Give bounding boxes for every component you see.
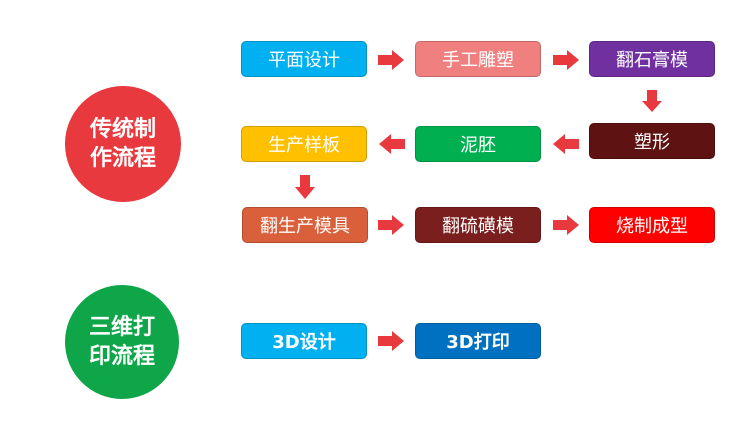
step-plaster-mold: 翻石膏模 [589, 41, 715, 77]
step-production-mold: 翻生产模具 [242, 207, 368, 243]
traditional-process-label: 传统制 作流程 [89, 117, 156, 171]
step-label: 塑形 [634, 132, 670, 153]
arrow-down-icon [642, 90, 662, 112]
step-production-sample: 生产样板 [241, 126, 367, 162]
step-3d-print: 3D打印 [415, 323, 541, 359]
step-flat-design: 平面设计 [241, 41, 367, 77]
step-label: 泥胚 [460, 135, 496, 156]
arrow-down-icon [295, 175, 315, 199]
arrow-right-icon [553, 215, 579, 235]
arrow-right-icon [378, 50, 404, 70]
step-firing: 烧制成型 [589, 207, 715, 243]
step-sulfur-mold: 翻硫磺模 [415, 207, 541, 243]
traditional-process-circle: 传统制 作流程 [65, 86, 181, 202]
step-shaping: 塑形 [589, 123, 715, 159]
arrow-left-icon [553, 134, 579, 154]
step-label: 翻生产模具 [260, 216, 350, 237]
step-label: 生产样板 [268, 135, 340, 156]
step-label: 翻硫磺模 [442, 216, 514, 237]
3d-printing-process-label: 三维打 印流程 [88, 315, 155, 369]
step-hand-sculpt: 手工雕塑 [415, 41, 541, 77]
arrow-right-icon [378, 215, 404, 235]
step-clay-blank: 泥胚 [415, 126, 541, 162]
step-label: 翻石膏模 [616, 50, 688, 71]
arrow-right-icon [553, 50, 579, 70]
step-label: 3D打印 [446, 332, 510, 353]
step-label: 平面设计 [268, 50, 340, 71]
arrow-right-icon [378, 331, 404, 351]
arrow-left-icon [379, 134, 405, 154]
step-label: 手工雕塑 [442, 50, 514, 71]
3d-printing-process-circle: 三维打 印流程 [65, 285, 179, 399]
step-label: 3D设计 [272, 332, 336, 353]
step-3d-design: 3D设计 [241, 323, 367, 359]
step-label: 烧制成型 [616, 216, 688, 237]
